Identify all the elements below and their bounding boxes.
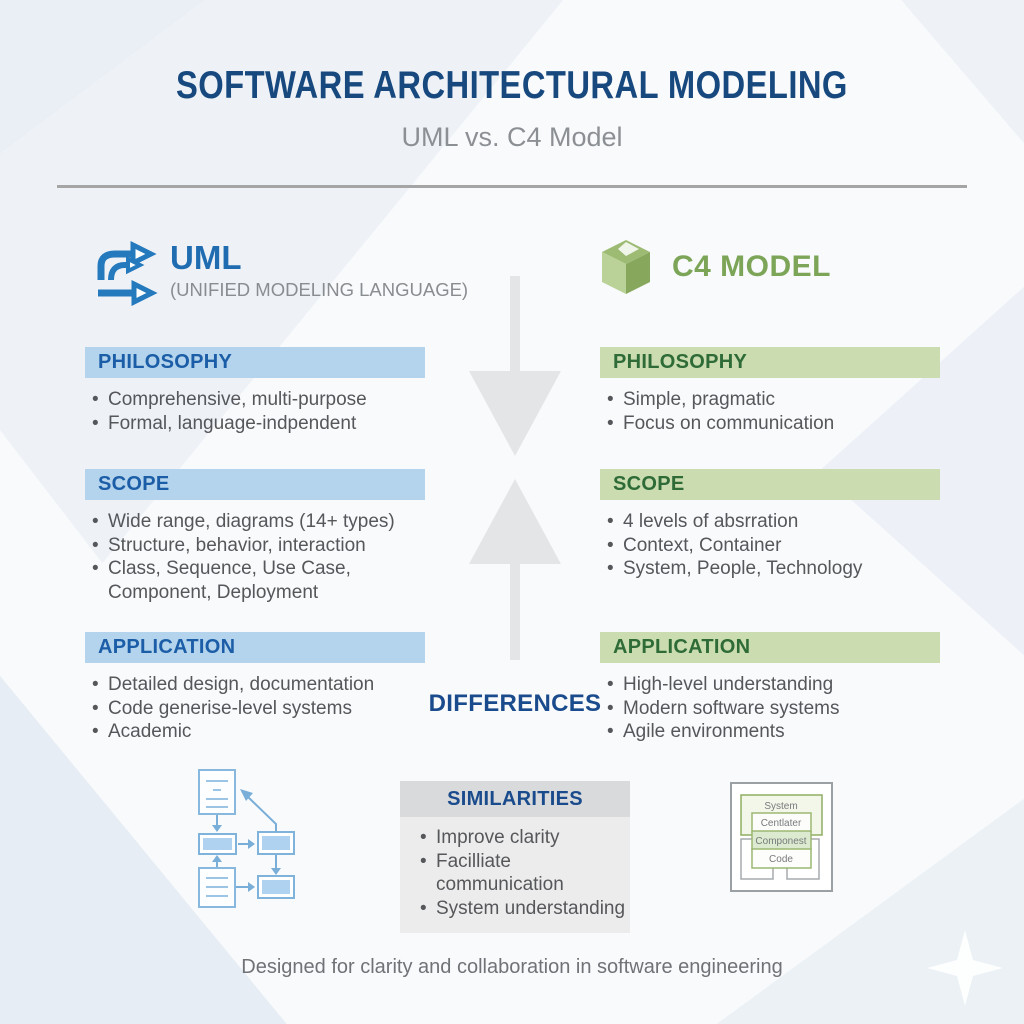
- c4-mini-label: Code: [769, 854, 793, 865]
- c4-mini-label: Componest: [755, 836, 806, 847]
- uml-philosophy-heading: PHILOSOPHY: [85, 347, 425, 378]
- c4-title: C4 MODEL: [672, 250, 832, 283]
- footer-caption: Designed for clarity and collaboration i…: [241, 956, 783, 978]
- uml-scope-heading: SCOPE: [85, 469, 425, 500]
- c4-philosophy-list: Simple, pragmatic Focus on communication: [600, 388, 945, 435]
- similarities-box: SIMILARITIES Improve clarity Facilliate …: [400, 781, 630, 933]
- c4-header: C4 MODEL: [600, 238, 960, 318]
- uml-philosophy-list: Comprehensive, multi-purpose Formal, lan…: [85, 388, 430, 435]
- double-right-arrows-icon: [97, 240, 158, 306]
- bullet-item: Improve clarity: [413, 826, 630, 850]
- c4-mini-label: Centlater: [761, 818, 802, 829]
- differences-label: DIFFERENCES: [428, 690, 602, 717]
- bullet-item: Detailed design, documentation: [85, 673, 430, 697]
- c4-column: C4 MODEL PHILOSOPHY Simple, pragmatic Fo…: [600, 0, 940, 1024]
- uml-header: UML (UNIFIED MODELING LANGUAGE): [85, 238, 468, 318]
- c4-application-list: High-level understanding Modern software…: [600, 673, 945, 744]
- opposing-arrows-icon: [469, 276, 561, 660]
- bullet-item: Modern software systems: [600, 697, 945, 721]
- page-title: SOFTWARE ARCHITECTURAL MODELING: [176, 64, 848, 107]
- c4-application-heading: APPLICATION: [600, 632, 940, 663]
- similarities-body: Improve clarity Facilliate communication…: [400, 817, 630, 933]
- similarities-list: Improve clarity Facilliate communication…: [400, 826, 630, 920]
- bullet-item: System understanding: [413, 897, 630, 921]
- bullet-item: Code generise-level systems: [85, 697, 430, 721]
- title-divider: [57, 185, 967, 188]
- bullet-item: Academic: [85, 720, 430, 744]
- bullet-item: Focus on communication: [600, 412, 945, 436]
- bullet-item: System, People, Technology: [600, 557, 945, 581]
- uml-scope-list: Wide range, diagrams (14+ types) Structu…: [85, 510, 430, 604]
- bullet-item: Formal, language-indpendent: [85, 412, 430, 436]
- uml-column: UML (UNIFIED MODELING LANGUAGE) PHILOSOP…: [85, 0, 468, 1024]
- page-subtitle: UML vs. C4 Model: [401, 122, 623, 152]
- similarities-heading: SIMILARITIES: [400, 781, 630, 817]
- c4-scope-list: 4 levels of absrration Context, Containe…: [600, 510, 945, 581]
- bullet-item: Agile environments: [600, 720, 945, 744]
- bullet-item: Context, Container: [600, 534, 945, 558]
- c4-philosophy-heading: PHILOSOPHY: [600, 347, 940, 378]
- bullet-item: Facilliate communication: [413, 850, 630, 897]
- bullet-item: Structure, behavior, interaction: [85, 534, 430, 558]
- bullet-item: Comprehensive, multi-purpose: [85, 388, 430, 412]
- bullet-item: 4 levels of absrration: [600, 510, 945, 534]
- bullet-item: High-level understanding: [600, 673, 945, 697]
- sparkle-icon: [927, 930, 1003, 1006]
- c4-mini-label: System: [764, 801, 797, 812]
- uml-application-heading: APPLICATION: [85, 632, 425, 663]
- uml-flowchart-icon: [198, 769, 295, 908]
- bullet-item: Simple, pragmatic: [600, 388, 945, 412]
- c4-scope-heading: SCOPE: [600, 469, 940, 500]
- c4-nested-boxes-icon: System Centlater Componest Code: [730, 782, 833, 892]
- cube-icon: [602, 240, 650, 294]
- bullet-item: Wide range, diagrams (14+ types): [85, 510, 430, 534]
- uml-application-list: Detailed design, documentation Code gene…: [85, 673, 430, 744]
- uml-title: UML: [170, 239, 242, 276]
- uml-subtitle: (UNIFIED MODELING LANGUAGE): [170, 279, 469, 300]
- bullet-item: Class, Sequence, Use Case, Component, De…: [85, 557, 430, 604]
